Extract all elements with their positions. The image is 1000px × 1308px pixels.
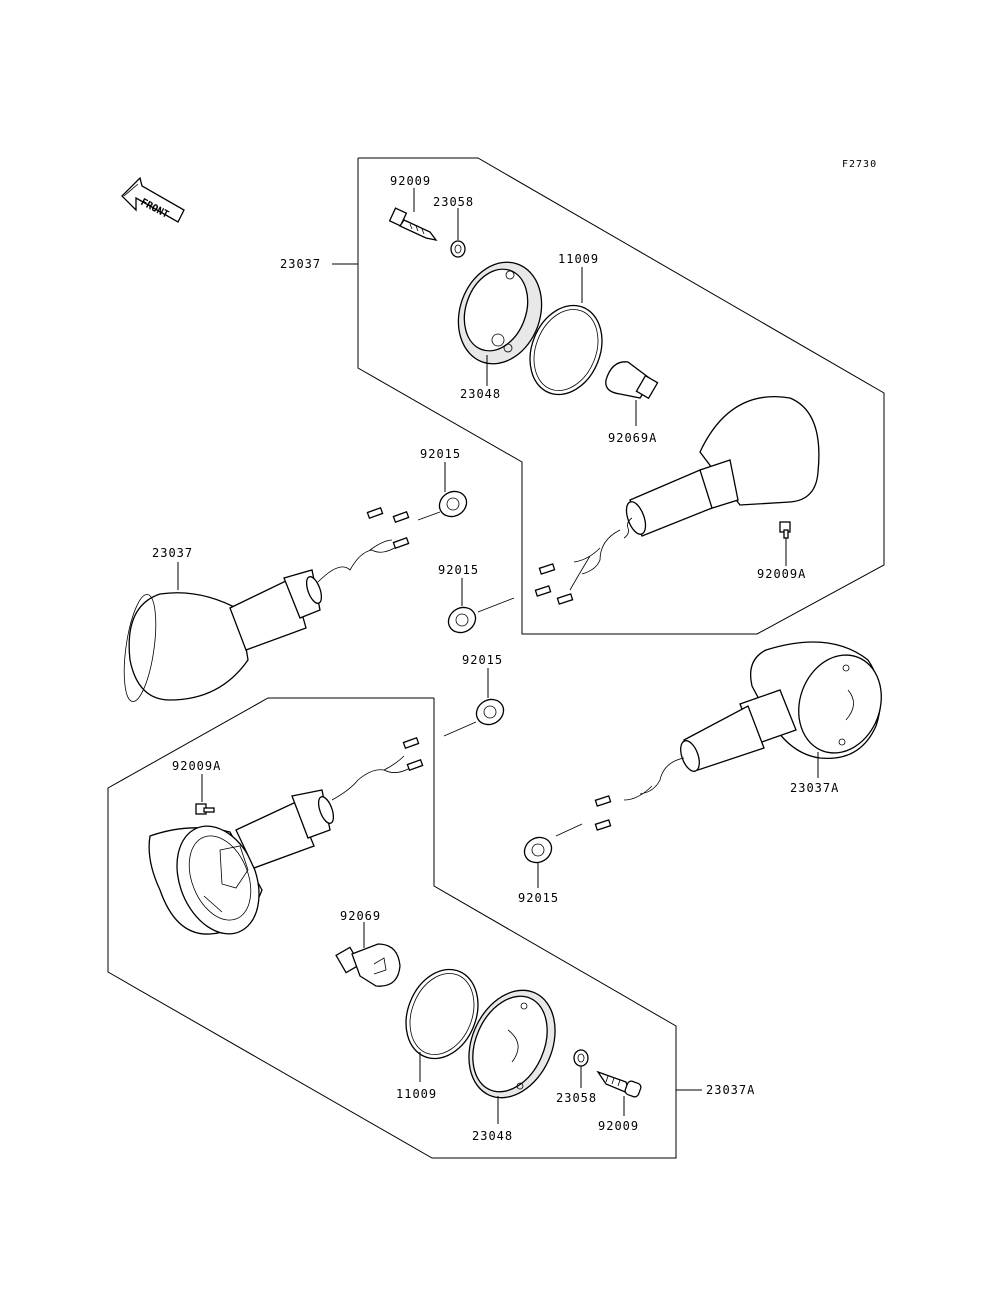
label-bottom-assembly: 23037A bbox=[706, 1083, 755, 1097]
front-arrow-icon: FRONT bbox=[121, 176, 185, 223]
label-bottom-bulb: 92069 bbox=[340, 909, 381, 923]
label-top-assembly: 23037 bbox=[280, 257, 321, 271]
right-nut-92015 bbox=[523, 836, 553, 864]
top-nut-23058 bbox=[450, 240, 466, 258]
label-top-lens: 23048 bbox=[460, 387, 501, 401]
top-connectors bbox=[534, 563, 574, 605]
label-bottom-nut: 23058 bbox=[556, 1091, 597, 1105]
bottom-assembly-boundary bbox=[107, 697, 677, 1159]
bottom-nut-23058 bbox=[573, 1049, 589, 1067]
label-bottom-screw: 92009 bbox=[598, 1119, 639, 1133]
label-bottom-lens: 23048 bbox=[472, 1129, 513, 1143]
top-housing bbox=[623, 396, 820, 539]
right-turn-signal-23037A bbox=[680, 641, 882, 772]
label-left-nut: 92015 bbox=[420, 447, 461, 461]
label-top-screw: 92009 bbox=[390, 174, 431, 188]
label-bottom-small-screw: 92009A bbox=[172, 759, 221, 773]
label-right-assembly: 23037A bbox=[790, 781, 839, 795]
left-turn-signal-23037 bbox=[123, 569, 323, 702]
label-top-nut: 23058 bbox=[433, 195, 474, 209]
top-lens-23048 bbox=[457, 261, 543, 365]
center-nut-92015 bbox=[447, 606, 477, 634]
top-assembly-boundary bbox=[357, 157, 885, 635]
top-small-screw-92009A bbox=[779, 521, 791, 539]
top-bulb-92069A bbox=[605, 361, 659, 400]
label-top-bulb: 92069A bbox=[608, 431, 657, 445]
left-connectors bbox=[366, 506, 410, 550]
label-top-gasket: 11009 bbox=[558, 252, 599, 266]
label-left-assembly: 23037 bbox=[152, 546, 193, 560]
label-center-nut: 92015 bbox=[438, 563, 479, 577]
bottom-small-screw-92009A bbox=[195, 803, 215, 815]
figure-code: F2730 bbox=[842, 159, 877, 170]
bottom-housing bbox=[148, 789, 335, 935]
mid-nut-92015 bbox=[475, 698, 505, 726]
bottom-screw-92009 bbox=[596, 1070, 642, 1098]
label-mid-nut: 92015 bbox=[462, 653, 503, 667]
top-screw-92009 bbox=[388, 207, 438, 241]
label-top-small-screw: 92009A bbox=[757, 567, 806, 581]
left-nut-92015 bbox=[438, 490, 468, 518]
right-connectors bbox=[594, 795, 612, 831]
label-right-nut: 92015 bbox=[518, 891, 559, 905]
top-gasket-11009 bbox=[529, 304, 603, 396]
bottom-lens-23048 bbox=[468, 989, 556, 1099]
label-bottom-gasket: 11009 bbox=[396, 1087, 437, 1101]
bottom-bulb-92069 bbox=[335, 943, 401, 987]
bottom-connectors bbox=[402, 736, 424, 772]
bottom-gasket-11009 bbox=[405, 968, 479, 1060]
